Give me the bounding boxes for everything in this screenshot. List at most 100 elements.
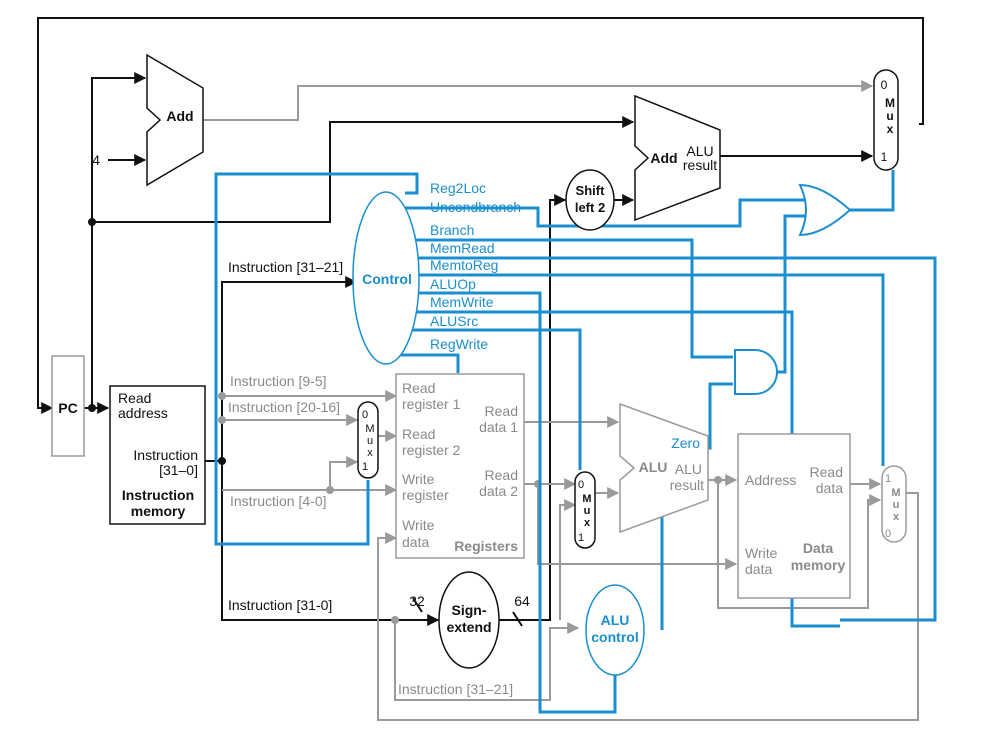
control-signal-labels: Reg2Loc Uncondbranch Branch MemRead Memt… [430, 180, 521, 352]
alu-zero: Zero [671, 435, 700, 451]
branch-adder-label: Add [650, 150, 677, 166]
mem-mux-letter-m: M [891, 487, 900, 499]
reg-write-register-line1: Write [402, 471, 435, 487]
sign-extend-line2: extend [446, 619, 491, 635]
reg-write-data-line2: data [402, 534, 429, 550]
constant-four: 4 [92, 152, 100, 168]
dmem-title-line2: memory [791, 557, 846, 573]
instr-9-5: Instruction [9-5] [230, 373, 327, 389]
pc-label: PC [58, 400, 77, 416]
register-mux-top: 0 [362, 409, 368, 421]
pc-adder-label: Add [166, 108, 193, 124]
instr-31-21-alu: Instruction [31–21] [398, 681, 513, 697]
imem-title-line2: memory [131, 503, 186, 519]
register-mux-bottom: 1 [362, 461, 368, 473]
signal-regwrite: RegWrite [430, 336, 488, 352]
pc-mux-letter-m: M [885, 96, 895, 110]
imem-read-address-line2: address [118, 405, 168, 421]
mem-mux-letter-u: u [893, 499, 900, 511]
alu-label: ALU [639, 459, 668, 475]
signal-uncondbranch: Uncondbranch [430, 199, 521, 215]
sign-extend-line1: Sign- [452, 602, 487, 618]
alu-src-mux [574, 471, 596, 549]
imem-instruction-line1: Instruction [133, 447, 198, 463]
dmem-write-data-line2: data [745, 561, 772, 577]
instr-31-21-control: Instruction [31–21] [228, 259, 343, 275]
pc-adder [146, 53, 204, 187]
shift-left-2 [565, 169, 615, 231]
dmem-read-data-line2: data [816, 480, 843, 496]
signal-reg2loc: Reg2Loc [430, 180, 486, 196]
alu-src-mux-letter-u: u [584, 505, 591, 517]
register-file [395, 373, 525, 559]
register-mux [357, 401, 379, 479]
alu-src-mux-letter-m: M [582, 493, 591, 505]
pc-register [51, 355, 85, 457]
alu-src-mux-letter-x: x [584, 517, 591, 529]
signal-branch: Branch [430, 222, 474, 238]
alu-control-line2: control [591, 629, 638, 645]
branch-adder [634, 94, 721, 222]
mem-mux-bottom: 0 [885, 528, 891, 540]
alu-control [585, 584, 645, 676]
reg-read-data-1-line1: Read [485, 403, 518, 419]
mem-mux-letter-x: x [893, 511, 900, 523]
data-memory [737, 433, 851, 599]
reg-read-data-1-line2: data 1 [479, 419, 518, 435]
sign-extend-in-bits: 32 [409, 593, 425, 609]
reg-read-register-1-line1: Read [402, 380, 435, 396]
reg-read-register-2-line1: Read [402, 426, 435, 442]
pc-mux [873, 69, 899, 171]
sign-extend [438, 571, 500, 669]
pc-mux-letter-u: u [886, 109, 893, 123]
branch-adder-result-line1: ALU [686, 143, 713, 159]
reg-read-register-2-line2: register 2 [402, 442, 461, 458]
reg-write-data-line1: Write [402, 517, 435, 533]
dmem-address: Address [745, 472, 796, 488]
or-gate [798, 183, 852, 237]
instr-4-0: Instruction [4-0] [230, 493, 327, 509]
reg-write-register-line2: register [402, 487, 449, 503]
sign-extend-out-bits: 64 [514, 593, 530, 609]
signal-memread: MemRead [430, 240, 495, 256]
reg-read-data-2-line1: Read [485, 467, 518, 483]
mem-mux-top: 1 [885, 473, 891, 485]
dmem-title-line1: Data [803, 540, 834, 556]
reg-read-data-2-line2: data 2 [479, 483, 518, 499]
signal-memtoreg: MemtoReg [430, 257, 498, 273]
pc-mux-bottom: 1 [881, 150, 888, 164]
register-mux-letter-u: u [367, 435, 373, 447]
signal-alusrc: ALUSrc [430, 313, 478, 329]
instruction-memory [109, 385, 206, 525]
alu-src-mux-bottom: 1 [578, 532, 584, 544]
imem-title-line1: Instruction [122, 487, 194, 503]
alu-result-line2: result [670, 477, 704, 493]
reg-title: Registers [454, 538, 518, 554]
register-mux-letter-x: x [367, 447, 373, 459]
alu [619, 402, 709, 534]
control-unit [352, 191, 420, 365]
signal-aluop: ALUOp [430, 276, 476, 292]
pc-mux-letter-x: x [887, 122, 894, 136]
dmem-read-data-line1: Read [810, 464, 843, 480]
alu-src-mux-top: 0 [578, 479, 584, 491]
pc-mux-top: 0 [881, 78, 888, 92]
dmem-write-data-line1: Write [745, 545, 778, 561]
branch-adder-result-line2: result [683, 157, 717, 173]
black-wires [37, 17, 924, 627]
instr-31-0: Instruction [31-0] [228, 597, 332, 613]
control-label: Control [362, 271, 412, 287]
mem-to-reg-mux [881, 465, 907, 543]
shift-left-2-line1: Shift [576, 183, 606, 198]
and-gate [734, 349, 778, 395]
alu-control-line1: ALU [601, 612, 630, 628]
reg-read-register-1-line2: register 1 [402, 396, 461, 412]
alu-result-line1: ALU [675, 461, 702, 477]
imem-read-address-line1: Read [118, 390, 151, 406]
signal-memwrite: MemWrite [430, 294, 494, 310]
imem-instruction-line2: [31–0] [159, 462, 198, 478]
instr-20-16: Instruction [20-16] [228, 399, 340, 415]
register-mux-letter-m: M [365, 423, 374, 435]
shift-left-2-line2: left 2 [575, 200, 605, 215]
